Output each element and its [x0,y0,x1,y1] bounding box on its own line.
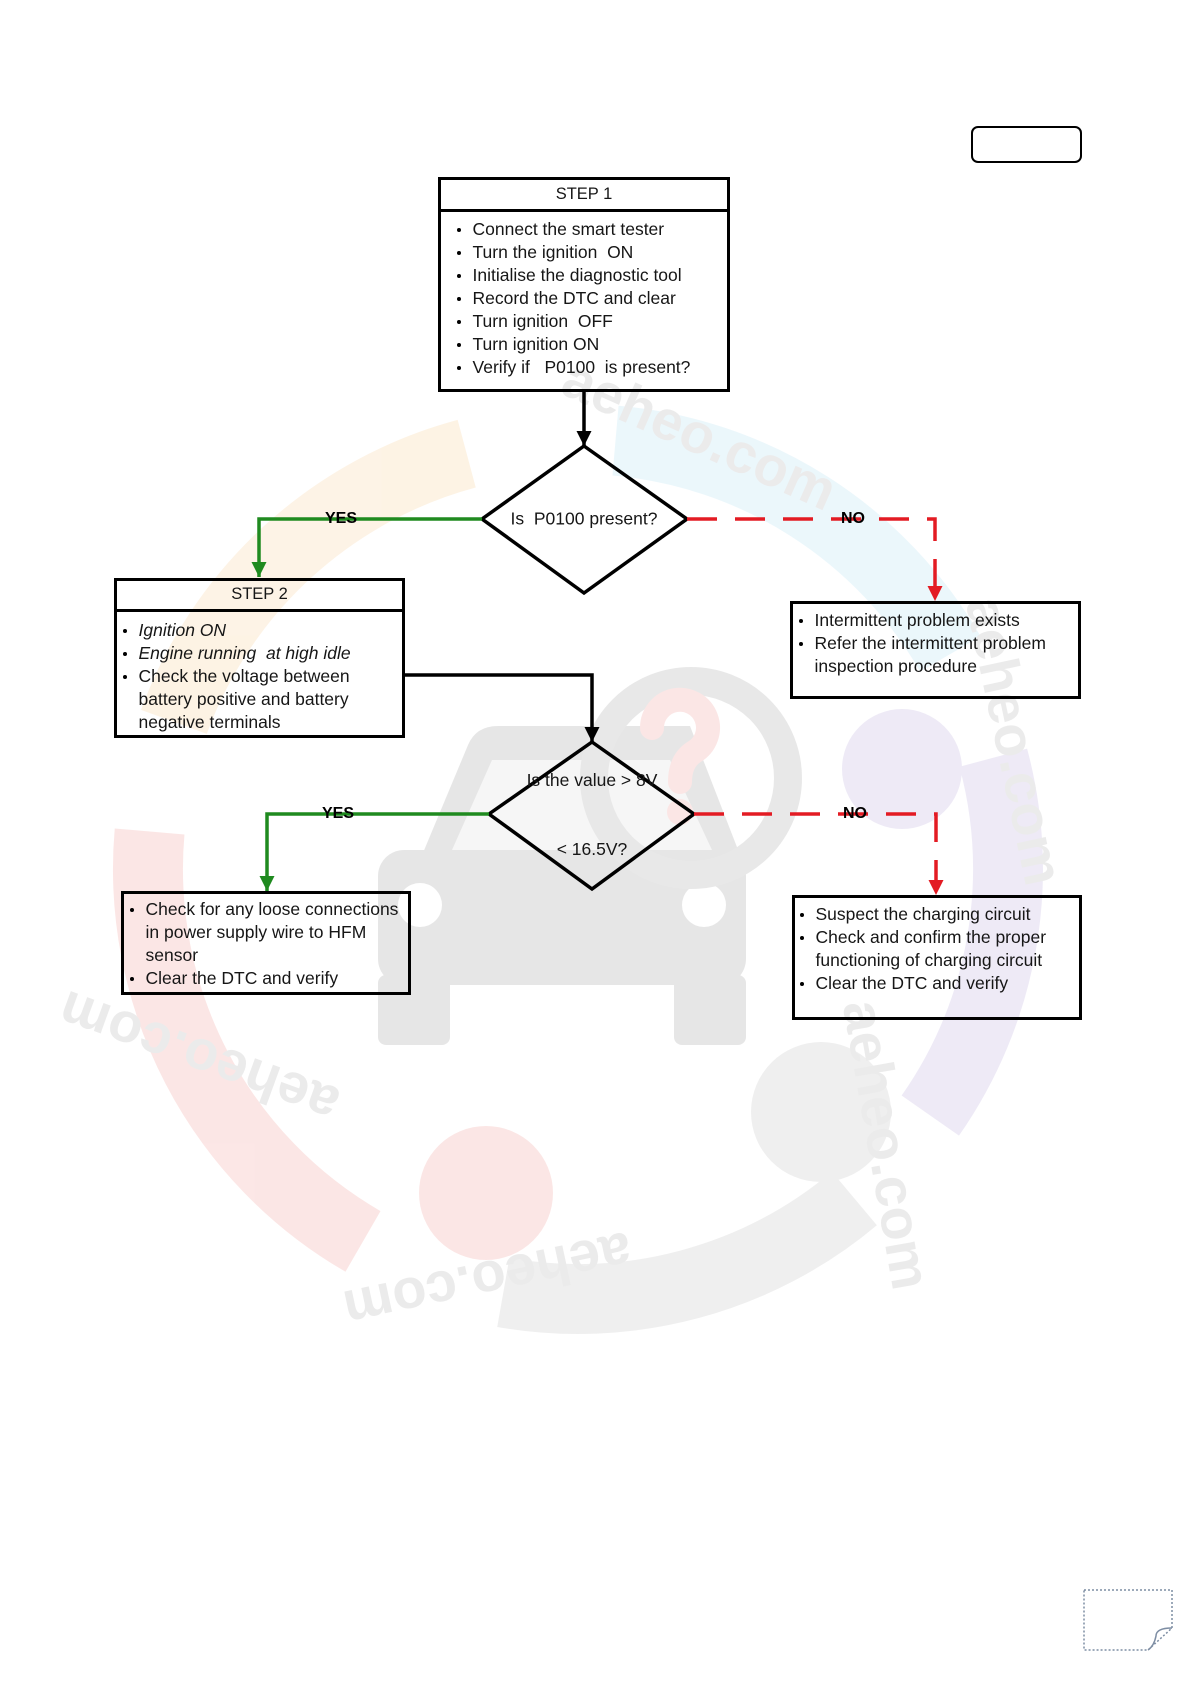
watermark-ring-orange [141,419,477,735]
watermark-ring-gray [497,1171,877,1334]
list-item: Turn ignition ON [456,333,728,356]
watermark-head-purple [842,709,962,829]
step1-header: STEP 1 [441,180,727,212]
list-item: Suspect the charging circuit [799,903,1071,926]
decision2-line: < 16.5V? [556,839,628,859]
decision2-line: Is the value > 8V [526,770,658,790]
decision2-question: Is the value > 8V < 16.5V? [527,723,658,907]
step2-title: STEP 2 [231,585,288,604]
list-item: Record the DTC and clear [456,287,728,310]
intermittent-problem-list: Intermittent problem exists Refer the in… [793,604,1070,678]
no-path-decision2 [694,812,944,895]
list-item: Engine running at high idle [122,642,369,665]
watermark-ring-purple [901,748,1043,1136]
watermark-ring-blue [612,405,981,672]
step2-box: STEP 2 Ignition ON Engine running at hig… [114,578,405,738]
watermark-car-headlight [682,883,726,927]
yes-path-decision1 [251,517,482,577]
blank-field-box [971,126,1082,163]
decision1-diamond [479,443,691,596]
list-item: Check and confirm the proper functioning… [799,926,1071,972]
no-path-decision1 [687,517,943,601]
list-item: Initialise the diagnostic tool [456,264,728,287]
watermark-head-gray [751,1042,891,1182]
watermark-question-icon [639,687,720,794]
step1-title: STEP 1 [555,184,613,203]
list-item: Clear the DTC and verify [129,967,406,990]
list-item: Ignition ON [122,619,369,642]
yes-path-decision2 [259,812,489,891]
watermark-ring-red [112,828,381,1272]
list-item: Verify if P0100 is present? [456,356,728,379]
connector-step2-to-decision2 [405,673,600,742]
decision1-question: Is P0100 present? [511,462,658,577]
page-curl-icon [1083,1589,1173,1651]
list-item: Refer the intermittent problem inspectio… [798,632,1070,678]
step2-header: STEP 2 [117,581,402,612]
intermittent-problem-box: Intermittent problem exists Refer the in… [790,601,1081,699]
list-item: Intermittent problem exists [798,609,1070,632]
step1-instructions: Connect the smart tester Turn the igniti… [441,212,727,380]
list-item: Check the voltage between battery positi… [122,665,369,734]
list-item: Check for any loose connections in power… [129,898,406,967]
list-item: Turn ignition OFF [456,310,728,333]
loose-connection-box: Check for any loose connections in power… [121,891,411,995]
charging-circuit-list: Suspect the charging circuit Check and c… [795,898,1071,995]
decision1-text: Is P0100 present? [510,508,658,529]
list-item: Connect the smart tester [456,218,728,241]
no-label-decision1: NO [841,510,865,527]
list-item: Clear the DTC and verify [799,972,1071,995]
watermark-car-wheel [674,975,746,1045]
yes-label-decision1: YES [324,510,358,527]
loose-connection-list: Check for any loose connections in power… [124,894,406,990]
decision2-diamond [485,739,697,892]
watermark-head-red [419,1126,553,1260]
watermark-car-body [378,850,746,985]
charging-circuit-box: Suspect the charging circuit Check and c… [792,895,1082,1020]
step2-instructions: Ignition ON Engine running at high idle … [117,612,369,735]
list-item: Turn the ignition ON [456,241,728,264]
no-label-decision2: NO [843,805,867,822]
watermark-magnifier-icon [580,667,802,889]
step1-box: STEP 1 Connect the smart tester Turn the… [438,177,730,392]
yes-label-decision2: YES [321,805,355,822]
watermark-car-cabin [420,726,742,860]
